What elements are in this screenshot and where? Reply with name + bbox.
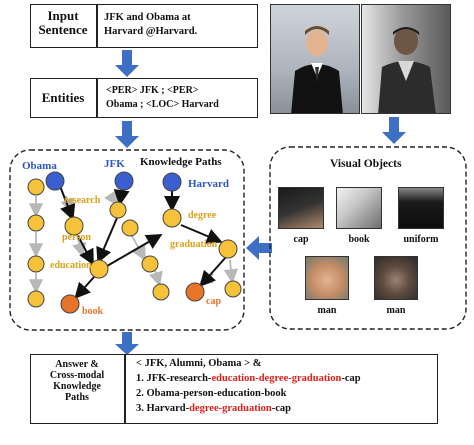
- label-research: research: [64, 195, 101, 206]
- node-y1: [27, 178, 45, 196]
- node-y4: [27, 290, 45, 308]
- answer-label-line3: Knowledge: [53, 381, 101, 392]
- answer-path-2: 2. Obama-person-education-book: [136, 388, 287, 399]
- entities-text-line2: Obama ; <LOC> Harvard: [106, 98, 219, 110]
- input-text-line2: Harvard @Harvard.: [104, 26, 198, 38]
- node-y3: [27, 255, 45, 273]
- label-education: education: [50, 260, 92, 271]
- label-jfk: JFK: [104, 158, 125, 170]
- visual-object-label-man1: man: [317, 305, 337, 316]
- path1-highlight: education-degree-graduation: [211, 373, 342, 384]
- node-book: [60, 294, 80, 314]
- visual-objects-container: [269, 146, 467, 330]
- label-harvard: Harvard: [188, 178, 229, 190]
- visual-object-book-crop: [336, 187, 382, 229]
- arrow-visual-to-knowledge: [246, 236, 272, 260]
- visual-object-man2-crop: [374, 256, 418, 300]
- path1-suffix: -cap: [341, 373, 361, 384]
- knowledge-paths-container: [9, 149, 245, 331]
- input-divider: [96, 4, 98, 48]
- label-graduation: graduation: [170, 239, 218, 250]
- answer-box: [30, 354, 438, 424]
- label-person: person: [62, 232, 91, 243]
- node-obama: [45, 171, 65, 191]
- label-cap: cap: [206, 296, 221, 307]
- label-obama: Obama: [22, 160, 57, 172]
- graph-nodes: [27, 171, 242, 314]
- node-degree: [162, 208, 182, 228]
- obama-young-photo: [361, 4, 451, 114]
- input-sentence-text: JFK and Obama at Harvard @Harvard.: [104, 11, 197, 39]
- node-research: [109, 201, 127, 219]
- visual-object-label-man2: man: [386, 305, 406, 316]
- entities-text-line1: <PER> JFK ; <PER>: [106, 85, 199, 96]
- entities-divider: [96, 78, 98, 118]
- node-y7: [152, 283, 170, 301]
- label-book: book: [82, 306, 104, 317]
- answer-label-line1: Answer &: [55, 359, 99, 370]
- input-sentence-box: [30, 4, 258, 48]
- visual-object-man1-crop: [305, 256, 349, 300]
- node-y2: [27, 214, 45, 232]
- entities-label: Entities: [41, 90, 85, 105]
- path3-prefix: 3. Harvard-: [136, 403, 190, 414]
- label-degree: degree: [188, 210, 217, 221]
- entities-text: <PER> JFK ; <PER> Obama ; <LOC> Harvard: [106, 84, 219, 111]
- graph-black-edges: [59, 185, 227, 299]
- node-cap: [185, 282, 205, 302]
- answer-label-line2: Cross-modal: [49, 370, 105, 381]
- visual-object-label-cap: cap: [293, 234, 309, 245]
- input-label-line2: Sentence: [38, 22, 88, 38]
- arrow-entities-to-knowledge: [115, 121, 139, 148]
- node-graduation: [218, 239, 238, 259]
- node-y5: [121, 219, 139, 237]
- input-sentence-label: Input Sentence: [30, 8, 96, 38]
- node-person: [64, 216, 84, 236]
- node-y6: [141, 255, 159, 273]
- path1-prefix: 1. JFK-research-: [136, 373, 212, 384]
- visual-object-uniform-crop: [398, 187, 444, 229]
- answer-text: < JFK, Alumni, Obama > & 1. JFK-research…: [136, 356, 361, 416]
- visual-object-label-book: book: [348, 234, 370, 245]
- visual-object-label-uniform: uniform: [403, 234, 439, 245]
- answer-path-1: 1. JFK-research-education-degree-graduat…: [136, 371, 361, 386]
- node-education: [89, 259, 109, 279]
- answer-triple: < JFK, Alumni, Obama > &: [136, 358, 262, 369]
- jfk-graduation-photo: [270, 4, 360, 114]
- answer-path-3: 3. Harvard-degree-graduation-cap: [136, 401, 361, 416]
- knowledge-paths-title: Knowledge Paths: [140, 156, 222, 168]
- path3-highlight: degree-graduation: [189, 403, 272, 414]
- visual-objects-title: Visual Objects: [330, 158, 402, 170]
- answer-divider: [124, 354, 126, 424]
- arrow-knowledge-to-answer: [115, 332, 139, 355]
- node-jfk: [114, 171, 134, 191]
- arrow-input-to-entities: [115, 50, 139, 77]
- obama-figure-icon: [378, 27, 436, 113]
- node-harvard: [162, 172, 182, 192]
- input-text-line1: JFK and Obama at: [104, 12, 191, 23]
- jfk-figure-icon: [291, 26, 343, 113]
- input-label-line1: Input: [47, 8, 79, 23]
- arrow-photos-to-visual: [382, 117, 406, 144]
- answer-label-line4: Paths: [65, 392, 89, 403]
- node-y8: [224, 280, 242, 298]
- entities-box: [30, 78, 258, 118]
- answer-label: Answer & Cross-modal Knowledge Paths: [30, 359, 124, 403]
- visual-object-cap-crop: [278, 187, 324, 229]
- path3-suffix: -cap: [271, 403, 291, 414]
